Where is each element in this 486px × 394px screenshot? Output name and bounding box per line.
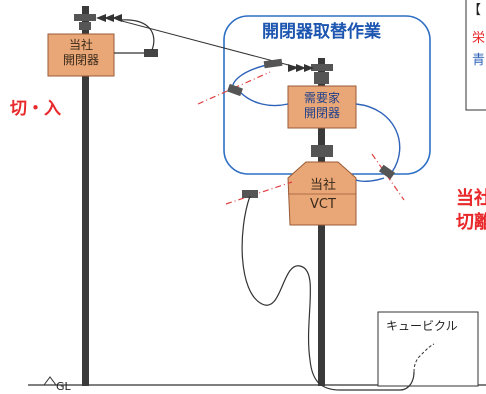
cable-to-customer-switch xyxy=(239,91,289,107)
clamp-3 xyxy=(378,164,396,180)
left-jumper xyxy=(119,19,155,51)
work-area-title: 開閉器取替作業 xyxy=(262,22,381,42)
cubicle-label: キュービクル xyxy=(386,319,458,333)
right-fitting-lower xyxy=(311,145,333,157)
vct-label-line2: VCT xyxy=(310,197,336,212)
left-insulator xyxy=(96,14,122,22)
right-edge-label-bottom: 切離 xyxy=(456,212,486,233)
vct-label-line1: 当社 xyxy=(309,178,336,193)
customer-switch-label: 需要家 開閉器 xyxy=(288,91,356,121)
company-switch-label-line2: 開閉器 xyxy=(62,53,99,67)
clamp-4 xyxy=(242,190,258,198)
vct-box xyxy=(287,161,357,226)
legend-box xyxy=(465,0,486,111)
legend-fragment-3: 青 xyxy=(472,53,486,68)
cable-right-down xyxy=(355,177,385,183)
overhead-line xyxy=(117,19,297,68)
service-cable xyxy=(241,195,415,391)
legend-fragment-2: 栄 xyxy=(472,31,486,46)
cable-customer-right xyxy=(355,103,401,173)
right-fitting-upper xyxy=(314,72,329,84)
vct-label: 当社 VCT xyxy=(290,176,356,214)
clamp-2 xyxy=(227,83,243,97)
customer-switch-box xyxy=(287,85,357,129)
customer-switch-label-line1: 需要家 xyxy=(303,91,340,105)
on-off-label: 切・入 xyxy=(10,99,61,119)
right-edge-label-top: 当社 xyxy=(456,188,486,209)
right-crossarm xyxy=(311,64,333,71)
cubicle-box xyxy=(377,311,479,387)
left-crossarm xyxy=(74,14,96,21)
left-pole xyxy=(82,6,89,386)
clamp-1 xyxy=(263,58,283,69)
right-insulator xyxy=(288,64,314,72)
company-switch-label: 当社 開閉器 xyxy=(48,38,114,68)
cubicle-internal-cable xyxy=(413,343,435,373)
customer-switch-label-line2: 開閉器 xyxy=(303,106,340,120)
ground-level-label: GL xyxy=(56,380,71,393)
company-switch-label-line1: 当社 xyxy=(68,38,93,52)
left-jumper-clamp xyxy=(144,49,158,57)
left-fitting xyxy=(79,22,91,30)
gl-triangle xyxy=(43,376,57,386)
company-switch-box xyxy=(47,33,115,77)
legend-fragment-1: 【 xyxy=(468,3,482,18)
cut-mark-3 xyxy=(225,181,293,205)
